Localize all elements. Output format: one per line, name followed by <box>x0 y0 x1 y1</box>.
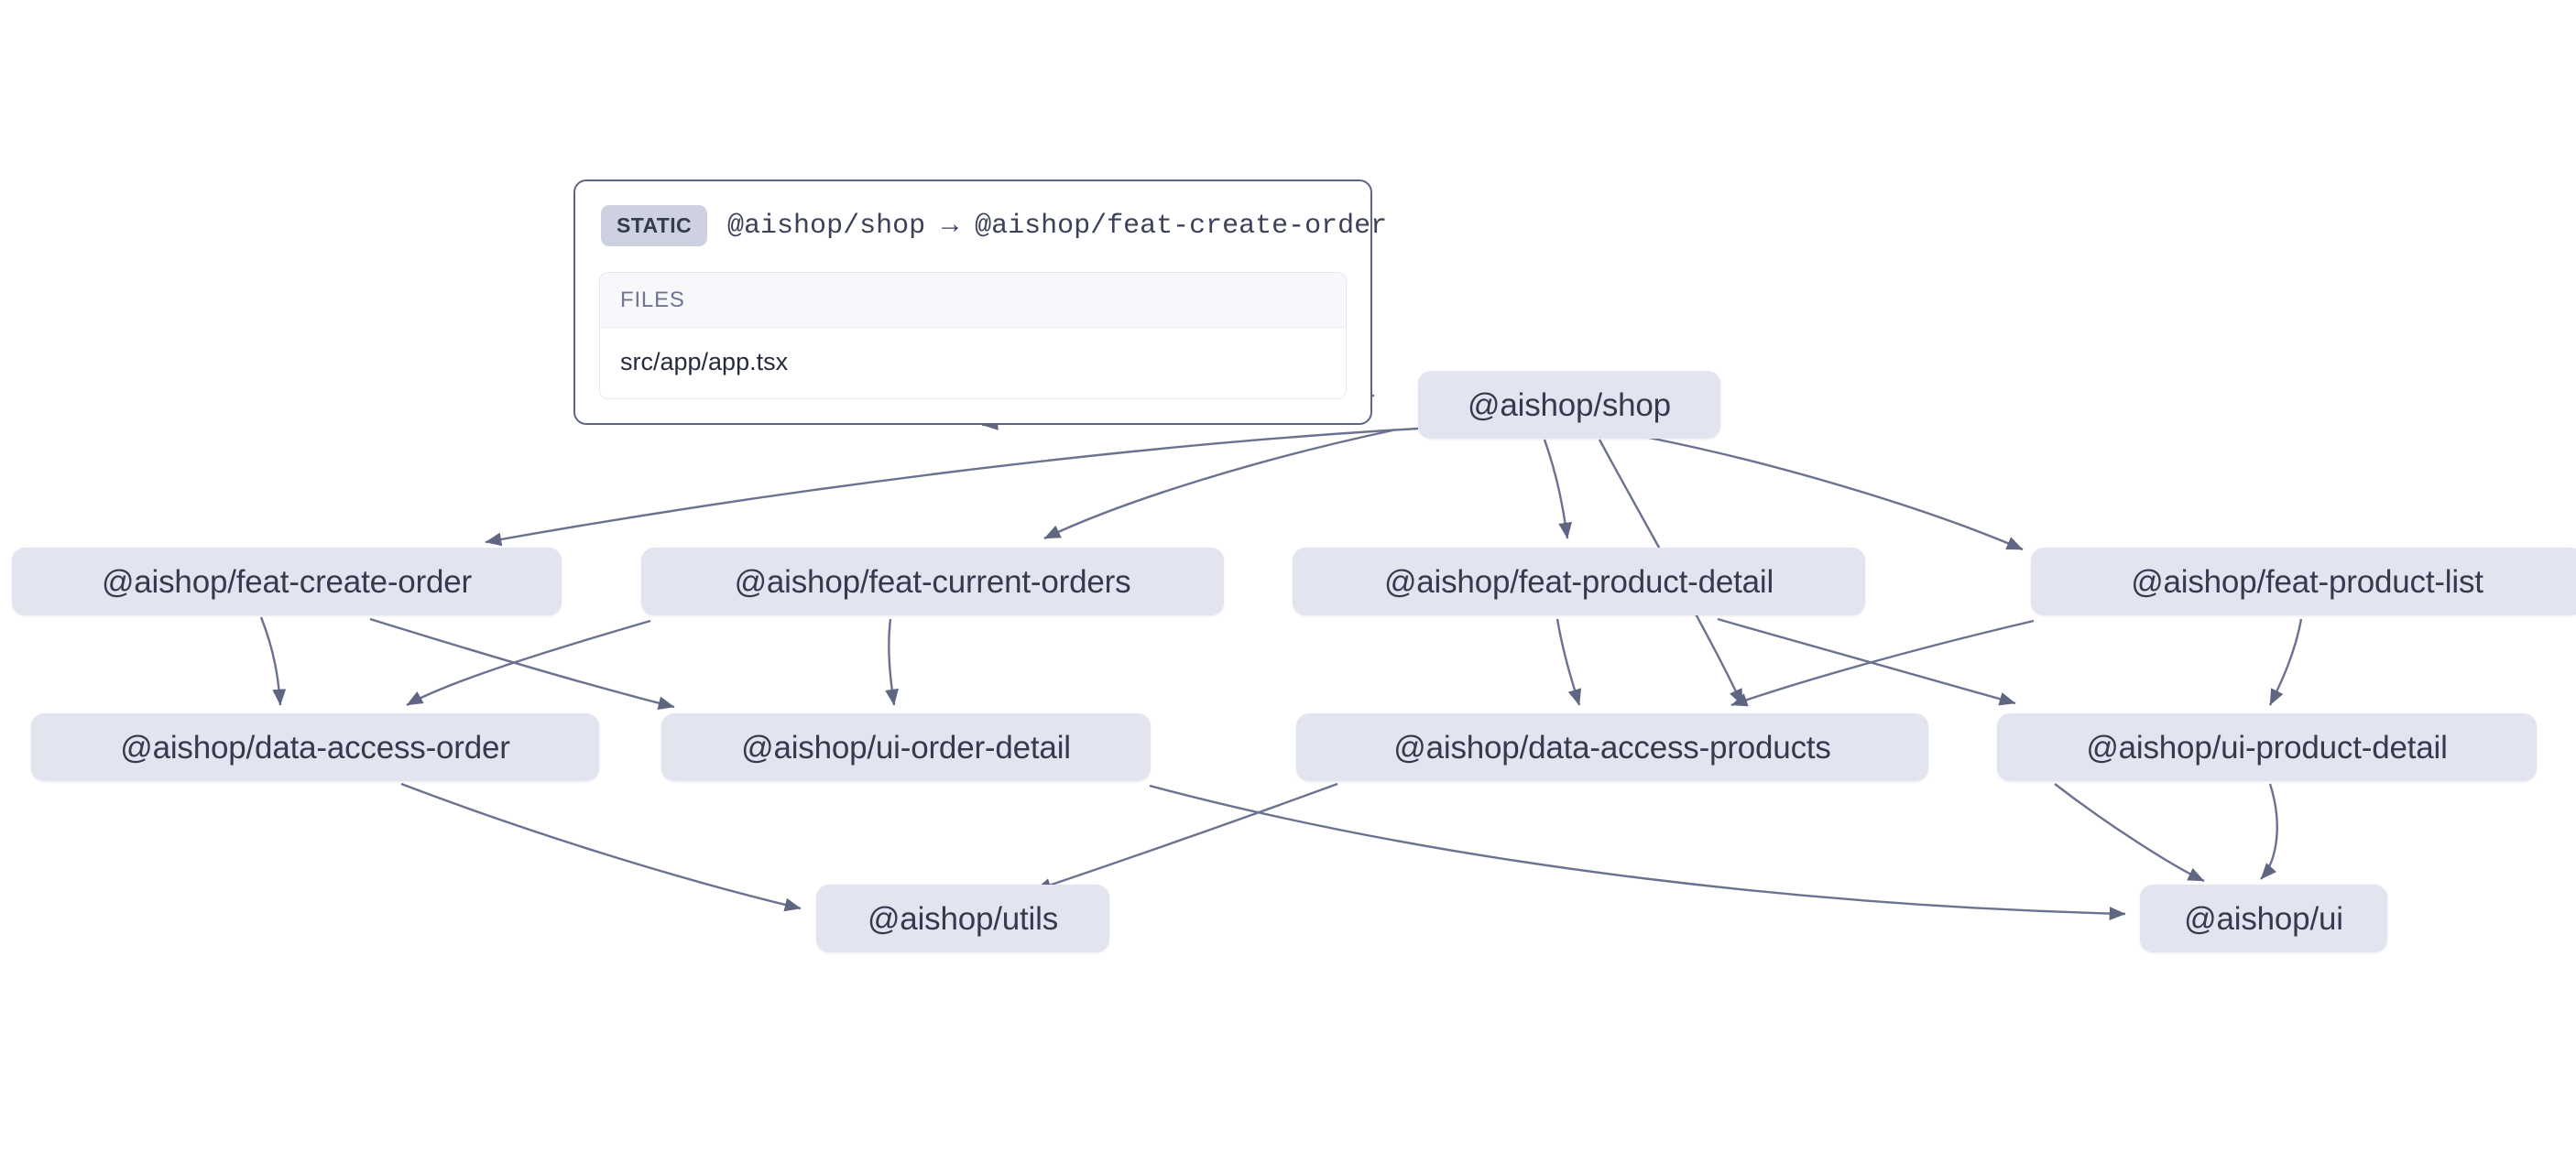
files-panel: FILES src/app/app.tsx <box>599 272 1347 399</box>
edge-feat-current-orders-to-ui-order-detail <box>885 618 899 706</box>
node-ui[interactable]: @aishop/ui <box>2140 885 2387 952</box>
node-label: @aishop/ui-order-detail <box>741 729 1071 766</box>
edge-feat-product-list-to-data-access-products <box>1730 619 2035 707</box>
edge-shop-to-feat-current-orders <box>1043 429 1393 540</box>
node-label: @aishop/ui-product-detail <box>2086 729 2448 766</box>
edge-tooltip-card[interactable]: STATIC @aishop/shop → @aishop/feat-creat… <box>573 179 1387 425</box>
node-feat-create-order[interactable]: @aishop/feat-create-order <box>12 548 562 615</box>
node-label: @aishop/feat-create-order <box>101 563 473 600</box>
node-data-access-products[interactable]: @aishop/data-access-products <box>1296 713 1928 781</box>
node-label: @aishop/feat-current-orders <box>734 563 1131 600</box>
node-feat-product-list[interactable]: @aishop/feat-product-list <box>2031 548 2576 615</box>
edge-feat-product-list-to-ui-product-detail <box>2268 618 2303 706</box>
edge-feat-product-detail-to-ui-product-detail <box>1717 617 2016 706</box>
node-shop[interactable]: @aishop/shop <box>1418 371 1720 439</box>
node-label: @aishop/shop <box>1468 386 1671 423</box>
node-label: @aishop/feat-product-detail <box>1383 563 1774 600</box>
node-feat-current-orders[interactable]: @aishop/feat-current-orders <box>641 548 1224 615</box>
edge-feat-create-order-to-ui-order-detail <box>369 617 675 711</box>
edge-feat-product-detail-to-data-access-products <box>1555 618 1582 706</box>
node-feat-product-detail[interactable]: @aishop/feat-product-detail <box>1293 548 1865 615</box>
tooltip-title: @aishop/shop → @aishop/feat-create-order <box>727 210 1388 242</box>
node-data-access-order[interactable]: @aishop/data-access-order <box>31 713 599 781</box>
edge-shop-to-feat-product-detail <box>1543 439 1572 539</box>
edge-feat-create-order-to-data-access-order <box>259 616 287 706</box>
node-label: @aishop/feat-product-list <box>2131 563 2483 600</box>
edge-ui-product-detail-to-ui <box>2054 783 2205 883</box>
node-label: @aishop/data-access-order <box>120 729 510 766</box>
files-section-header: FILES <box>600 273 1346 328</box>
edge-shop-to-feat-product-list <box>1648 436 2024 551</box>
edge-ui-product-detail-to-ui-alt <box>2260 783 2278 880</box>
edge-ui-order-detail-to-ui <box>1149 784 2126 921</box>
edge-data-access-order-to-utils <box>400 782 802 912</box>
node-utils[interactable]: @aishop/utils <box>816 885 1109 952</box>
status-badge: STATIC <box>601 205 708 246</box>
node-label: @aishop/data-access-products <box>1393 729 1831 766</box>
edge-shop-to-feat-create-order <box>485 427 1419 547</box>
node-label: @aishop/ui <box>2184 900 2343 937</box>
edge-feat-current-orders-to-data-access-order <box>406 619 651 707</box>
tooltip-header: STATIC @aishop/shop → @aishop/feat-creat… <box>599 205 1387 246</box>
node-ui-order-detail[interactable]: @aishop/ui-order-detail <box>661 713 1151 781</box>
node-ui-product-detail[interactable]: @aishop/ui-product-detail <box>1997 713 2537 781</box>
edge-data-access-products-to-utils <box>1034 782 1338 892</box>
node-label: @aishop/utils <box>867 900 1059 937</box>
file-list-item[interactable]: src/app/app.tsx <box>620 348 789 375</box>
